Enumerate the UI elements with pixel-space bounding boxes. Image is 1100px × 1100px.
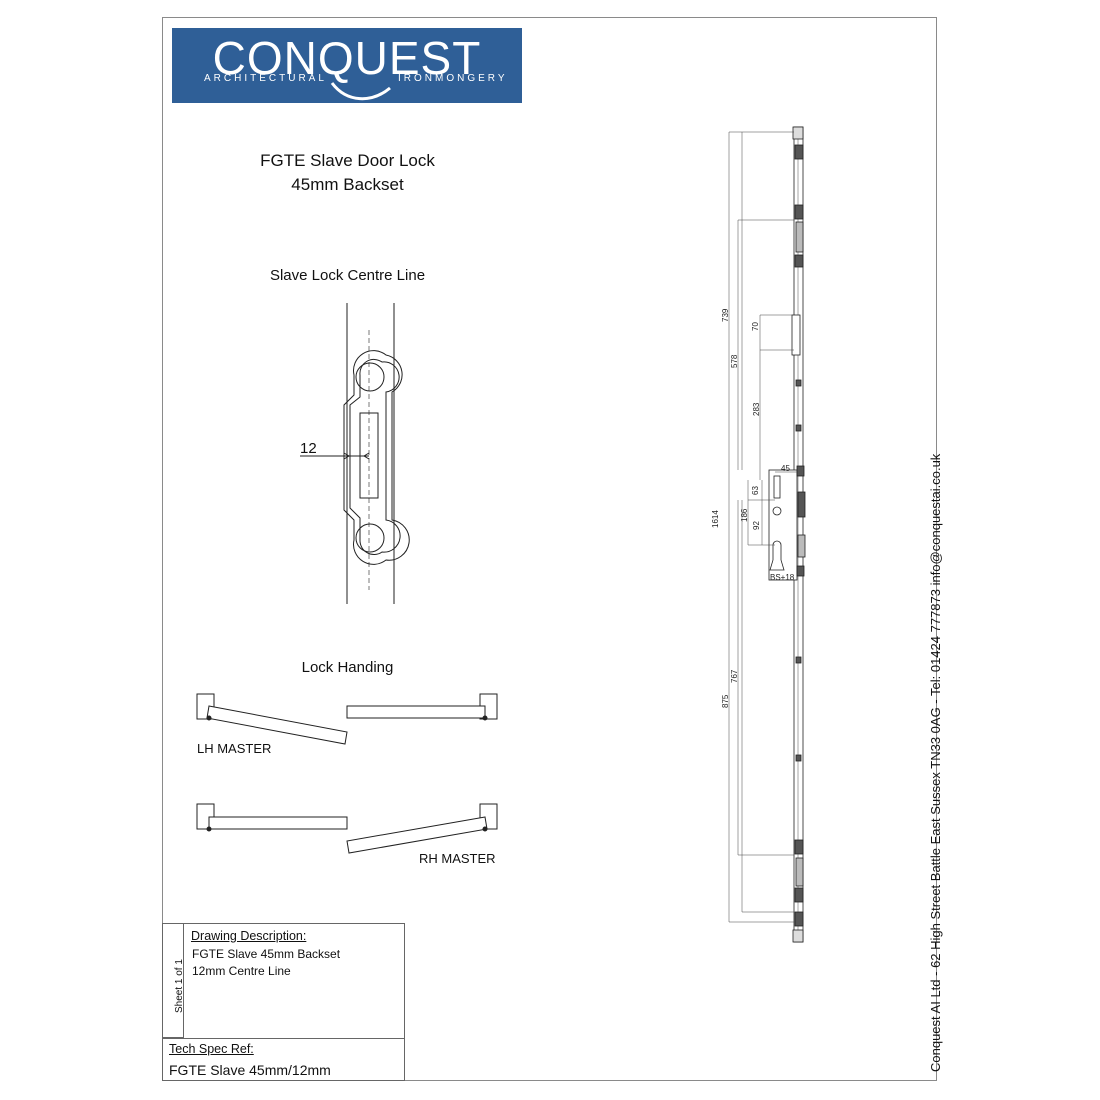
dim-92: 92	[752, 521, 761, 530]
tech-spec-heading: Tech Spec Ref:	[169, 1042, 254, 1056]
centre-line-heading: Slave Lock Centre Line	[269, 267, 426, 284]
dim-578: 578	[730, 354, 739, 368]
dim-backset: BS+18	[770, 573, 795, 582]
company-contact-details: Conquest AI Ltd - 62 High Street Battle …	[928, 453, 943, 1072]
dim-283: 283	[752, 402, 761, 416]
dim-63: 63	[751, 486, 760, 495]
tech-spec-value: FGTE Slave 45mm/12mm	[169, 1062, 331, 1078]
drawing-title-line1: FGTE Slave Door Lock	[260, 151, 435, 170]
lock-handing-heading: Lock Handing	[301, 659, 394, 676]
sheet-number: Sheet 1 of 1	[174, 959, 185, 1013]
sheet-number-column	[162, 923, 184, 1038]
logo-subtitle-left: ARCHITECTURAL	[204, 73, 327, 84]
dim-767: 767	[730, 669, 739, 683]
dim-45: 45	[781, 464, 790, 473]
dim-186: 186	[740, 508, 749, 522]
drawing-description-line2: 12mm Centre Line	[192, 964, 291, 978]
dim-739: 739	[721, 308, 730, 322]
dim-1614: 1614	[711, 510, 720, 528]
conquest-logo: CONQUEST	[172, 28, 522, 103]
logo-subtitle-right: IRONMONGERY	[398, 73, 508, 84]
dim-875: 875	[721, 694, 730, 708]
rh-master-label: RH MASTER	[419, 851, 496, 866]
tech-spec-box	[162, 1038, 405, 1081]
dim-70: 70	[751, 322, 760, 331]
drawing-title-line2: 45mm Backset	[291, 175, 404, 194]
centre-line-dimension: 12	[300, 440, 317, 457]
logo-swoosh	[330, 82, 391, 101]
drawing-description-line1: FGTE Slave 45mm Backset	[192, 947, 341, 961]
drawing-description-heading: Drawing Description:	[191, 929, 307, 943]
drawing-sheet-border	[162, 17, 937, 1081]
lh-master-label: LH MASTER	[197, 741, 272, 756]
logo-brand-text: CONQUEST	[212, 32, 482, 84]
